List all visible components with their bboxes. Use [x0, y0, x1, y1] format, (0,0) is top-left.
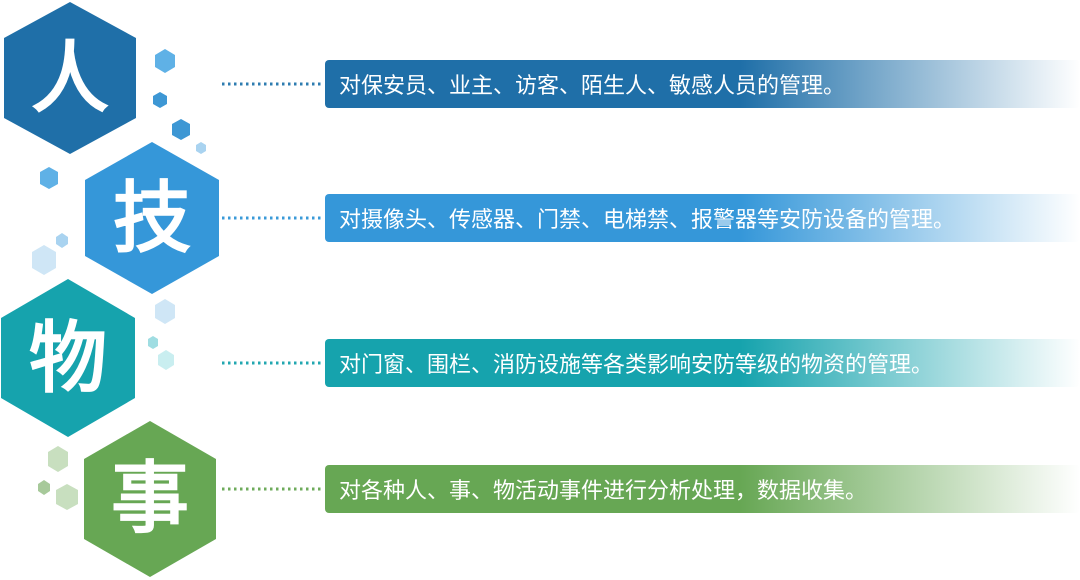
description-bar-3: [325, 339, 1080, 387]
small-hex-icon: [56, 233, 68, 248]
hexagon-shi: [84, 421, 216, 577]
hexagon-ji: [85, 142, 219, 294]
hex-label-wu: 物: [28, 314, 107, 404]
small-hex-icon: [32, 245, 56, 275]
small-hex-icon: [148, 336, 158, 349]
small-hex-icon: [40, 167, 58, 189]
small-hex-icon: [153, 92, 167, 108]
hex-label-ji: 技: [112, 174, 191, 264]
small-hex-icon: [48, 446, 68, 472]
hex-label-shi: 事: [110, 454, 189, 544]
hexagon-ren: [4, 2, 136, 154]
small-hex-icon: [172, 119, 190, 140]
small-hex-icon: [56, 484, 78, 510]
description-text-4: 对各种人、事、物活动事件进行分析处理，数据收集。: [339, 479, 868, 504]
small-hex-icon: [155, 299, 175, 324]
decorative-hexagons: [32, 49, 206, 510]
description-bar-4: [325, 465, 1080, 513]
small-hex-icon: [155, 49, 175, 73]
description-bar-1: [325, 60, 1080, 108]
hexagon-wu: [1, 279, 135, 437]
description-bar-2: [325, 194, 1080, 242]
description-text-3: 对门窗、围栏、消防设施等各类影响安防等级的物资的管理。: [339, 353, 934, 378]
small-hex-icon: [196, 142, 206, 154]
hex-label-ren: 人: [30, 34, 109, 124]
description-text-1: 对保安员、业主、访客、陌生人、敏感人员的管理。: [339, 74, 846, 99]
description-text-2: 对摄像头、传感器、门禁、电梯禁、报警器等安防设备的管理。: [339, 208, 956, 233]
small-hex-icon: [158, 350, 174, 370]
small-hex-icon: [38, 480, 50, 495]
